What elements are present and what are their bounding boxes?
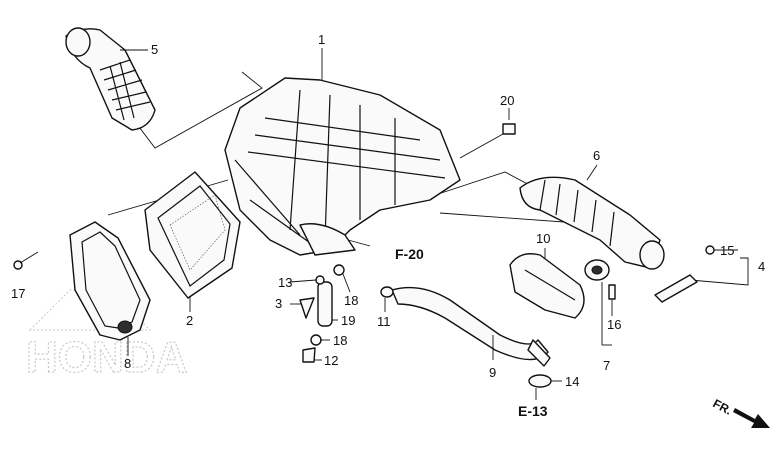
part-20-bolt: [459, 108, 516, 159]
callout-7: 7: [603, 358, 610, 373]
part-9-drain-hose: [391, 286, 551, 367]
callout-18-upper: 18: [344, 293, 358, 308]
part-7-clamp: [584, 259, 616, 300]
part-12: [302, 347, 316, 363]
callout-15: 15: [720, 243, 734, 258]
part-11: [380, 286, 394, 298]
ref-e13: E-13: [518, 403, 548, 419]
callout-17: 17: [11, 286, 25, 301]
callout-18-lower: 18: [333, 333, 347, 348]
part-6-intake-tube: [519, 176, 665, 270]
section-references: F-20 E-13: [395, 246, 548, 419]
callout-2: 2: [186, 313, 193, 328]
honda-watermark: HONDA: [25, 289, 188, 383]
callout-4: 4: [758, 259, 765, 274]
watermark-text: HONDA: [26, 333, 187, 382]
callout-10: 10: [536, 231, 550, 246]
callout-16: 16: [607, 317, 621, 332]
part-1-air-cleaner-housing: [224, 77, 461, 256]
part-8-cleaner-cover: [69, 221, 151, 341]
part-3: [299, 297, 315, 319]
callout-14: 14: [565, 374, 579, 389]
callout-13: 13: [278, 275, 292, 290]
part-5-intake-duct: [65, 27, 156, 131]
callout-11: 11: [377, 314, 391, 329]
arrow-icon: [733, 408, 770, 428]
callout-6: 6: [593, 148, 600, 163]
part-4-band: [654, 245, 715, 303]
small-parts: [299, 264, 552, 388]
callout-1: 1: [318, 32, 325, 47]
callout-20: 20: [500, 93, 514, 108]
callout-5: 5: [151, 42, 158, 57]
front-direction-arrow: FR.: [711, 396, 770, 428]
callout-3: 3: [275, 296, 282, 311]
part-17-screw: [13, 251, 39, 270]
callout-9: 9: [489, 365, 496, 380]
part-18-a: [333, 264, 345, 276]
ref-f20: F-20: [395, 246, 424, 262]
part-14: [528, 374, 552, 388]
leader-lines: [120, 48, 738, 400]
callout-12: 12: [324, 353, 338, 368]
callout-19: 19: [341, 313, 355, 328]
part-18-b: [310, 334, 322, 346]
part-13: [315, 275, 325, 285]
part-19: [317, 281, 333, 327]
part-2-filter-element: [144, 171, 241, 299]
callout-8: 8: [124, 356, 131, 371]
direction-label: FR.: [711, 396, 735, 417]
callout-labels: 1 2 3 4 5 6 7 8 9 10 11 12 13 14 15 16 1…: [11, 32, 765, 389]
part-10-cover: [509, 253, 585, 319]
